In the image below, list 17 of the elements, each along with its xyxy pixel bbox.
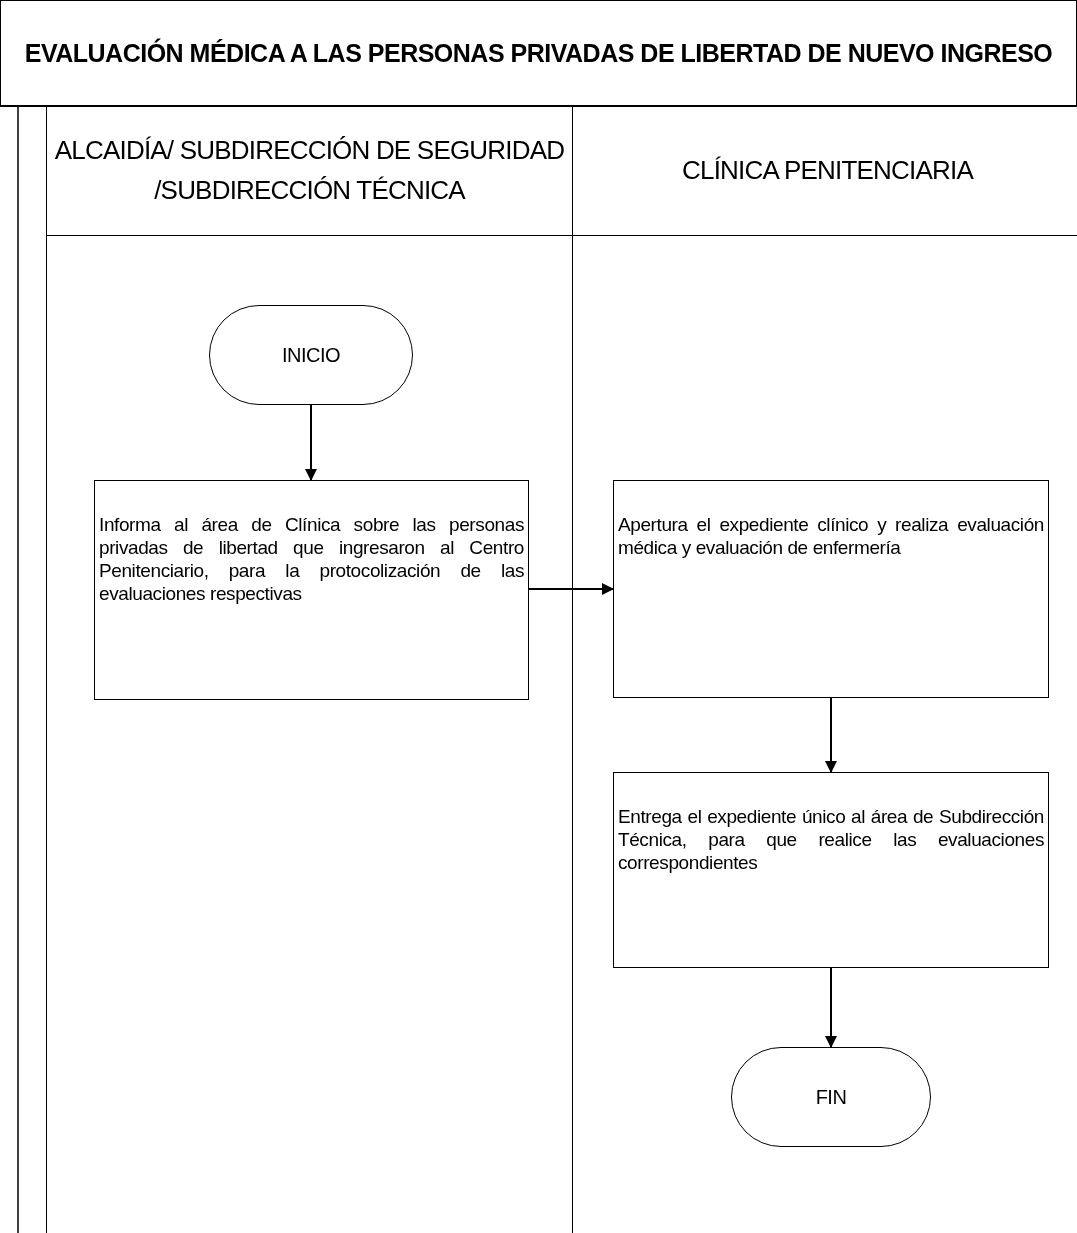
arrow: [528, 583, 614, 595]
lane-title: ALCAIDÍA/ SUBDIRECCIÓN DE SEGURIDAD /SUBDIRECCIÓN TÉCNICA: [53, 134, 566, 207]
arrow: [305, 404, 317, 481]
swimlane: [572, 105, 1077, 1233]
process-box: [613, 480, 1049, 698]
process-text: Informa al área de Clínica sobre las personas privadas de libertad que ingresaron al Centro Penitenciario, para la protocolización de las evaluaciones respectivas: [99, 513, 524, 605]
arrow: [825, 697, 837, 773]
diagram-title: EVALUACIÓN MÉDICA A LAS PERSONAS PRIVADAS DE LIBERTAD DE NUEVO INGRESO: [23, 37, 1054, 69]
lane-title: CLÍNICA PENITENCIARIA: [682, 154, 973, 187]
process-text: Apertura el expediente clínico y realiza evaluación médica y evaluación de enfermería: [618, 513, 1044, 559]
process-box: [613, 772, 1049, 968]
arrow: [825, 967, 837, 1048]
terminator-label: INICIO: [281, 343, 341, 367]
process-text: Entrega el expediente único al área de Subdirección Técnica, para que realice las evaluaciones correspondientes: [618, 805, 1044, 874]
process-box: [94, 480, 529, 700]
terminator-label: FIN: [815, 1085, 847, 1109]
swimlane: [46, 105, 572, 1233]
